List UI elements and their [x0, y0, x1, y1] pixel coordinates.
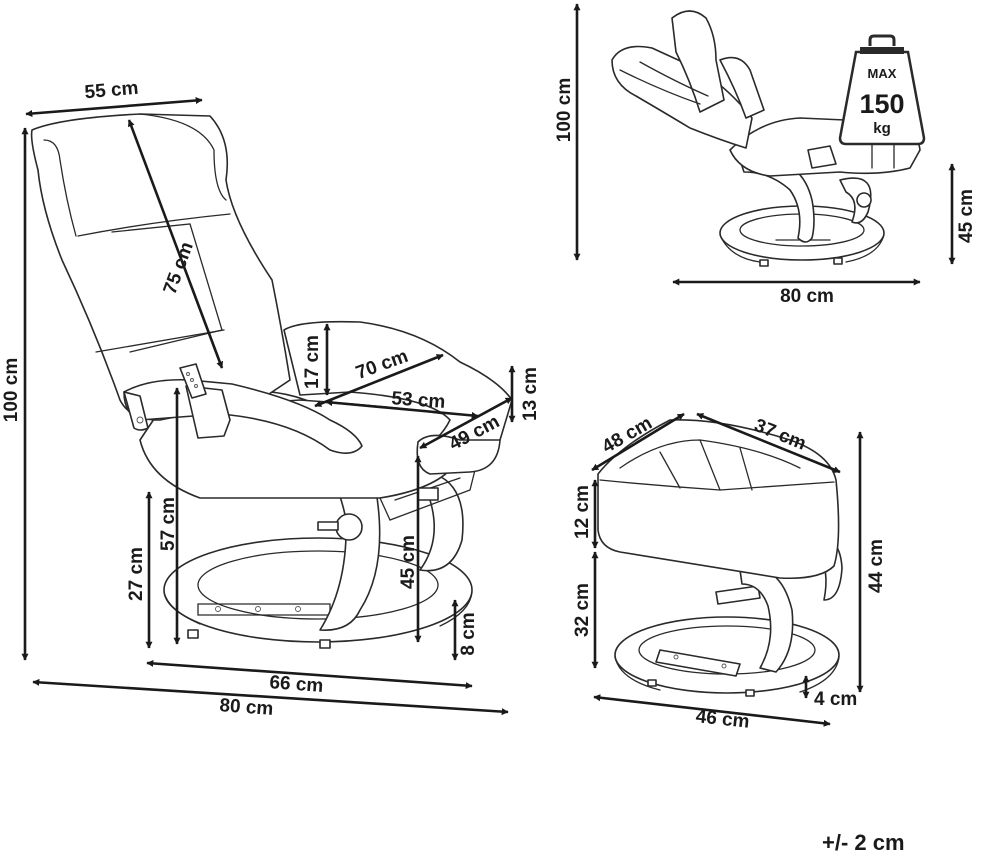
chair-arm-low-height-label: 27 cm: [126, 547, 147, 601]
ottoman-base-width-label: 46 cm: [695, 706, 751, 733]
chair-dimension-lines: 55 cm 75 cm 100 cm 17 cm 70 cm 53 cm 13 …: [1, 78, 541, 720]
tolerance-note: +/- 2 cm: [822, 830, 905, 855]
chair-armrest-height-label: 17 cm: [302, 335, 323, 389]
max-weight-icon: MAX 150 kg: [838, 34, 926, 146]
ottoman-leg-height-label: 32 cm: [572, 583, 593, 637]
chair-seat-front-height-label: 45 cm: [398, 535, 419, 589]
chair-seat-depth-label: 53 cm: [391, 388, 446, 413]
ottoman-total-height-label: 44 cm: [866, 539, 887, 593]
recline-length-label: 80 cm: [780, 286, 834, 307]
recline-height-label: 100 cm: [554, 78, 575, 142]
chair-base-width-label: 66 cm: [269, 672, 324, 697]
max-weight-value: 150: [859, 89, 904, 119]
recline-illustration: [611, 10, 921, 267]
max-weight-label: MAX: [868, 66, 897, 81]
chair-total-width-label: 80 cm: [219, 695, 274, 720]
recline-seat-height-label: 45 cm: [956, 189, 977, 243]
recline-dimension-lines: 100 cm 45 cm 80 cm: [554, 3, 977, 307]
chair-front-illustration: [30, 113, 513, 649]
chair-seat-thickness-label: 13 cm: [520, 367, 541, 421]
chair-seat-height-label: 57 cm: [158, 497, 179, 551]
chair-base-height-label: 8 cm: [458, 612, 479, 655]
ottoman-illustration: [597, 419, 843, 697]
ottoman-base-height-label: 4 cm: [814, 689, 857, 710]
chair-top-width-label: 55 cm: [84, 78, 140, 104]
ottoman-cushion-height-label: 12 cm: [572, 485, 593, 539]
chair-total-height-label: 100 cm: [1, 358, 22, 422]
max-weight-unit: kg: [873, 120, 891, 137]
